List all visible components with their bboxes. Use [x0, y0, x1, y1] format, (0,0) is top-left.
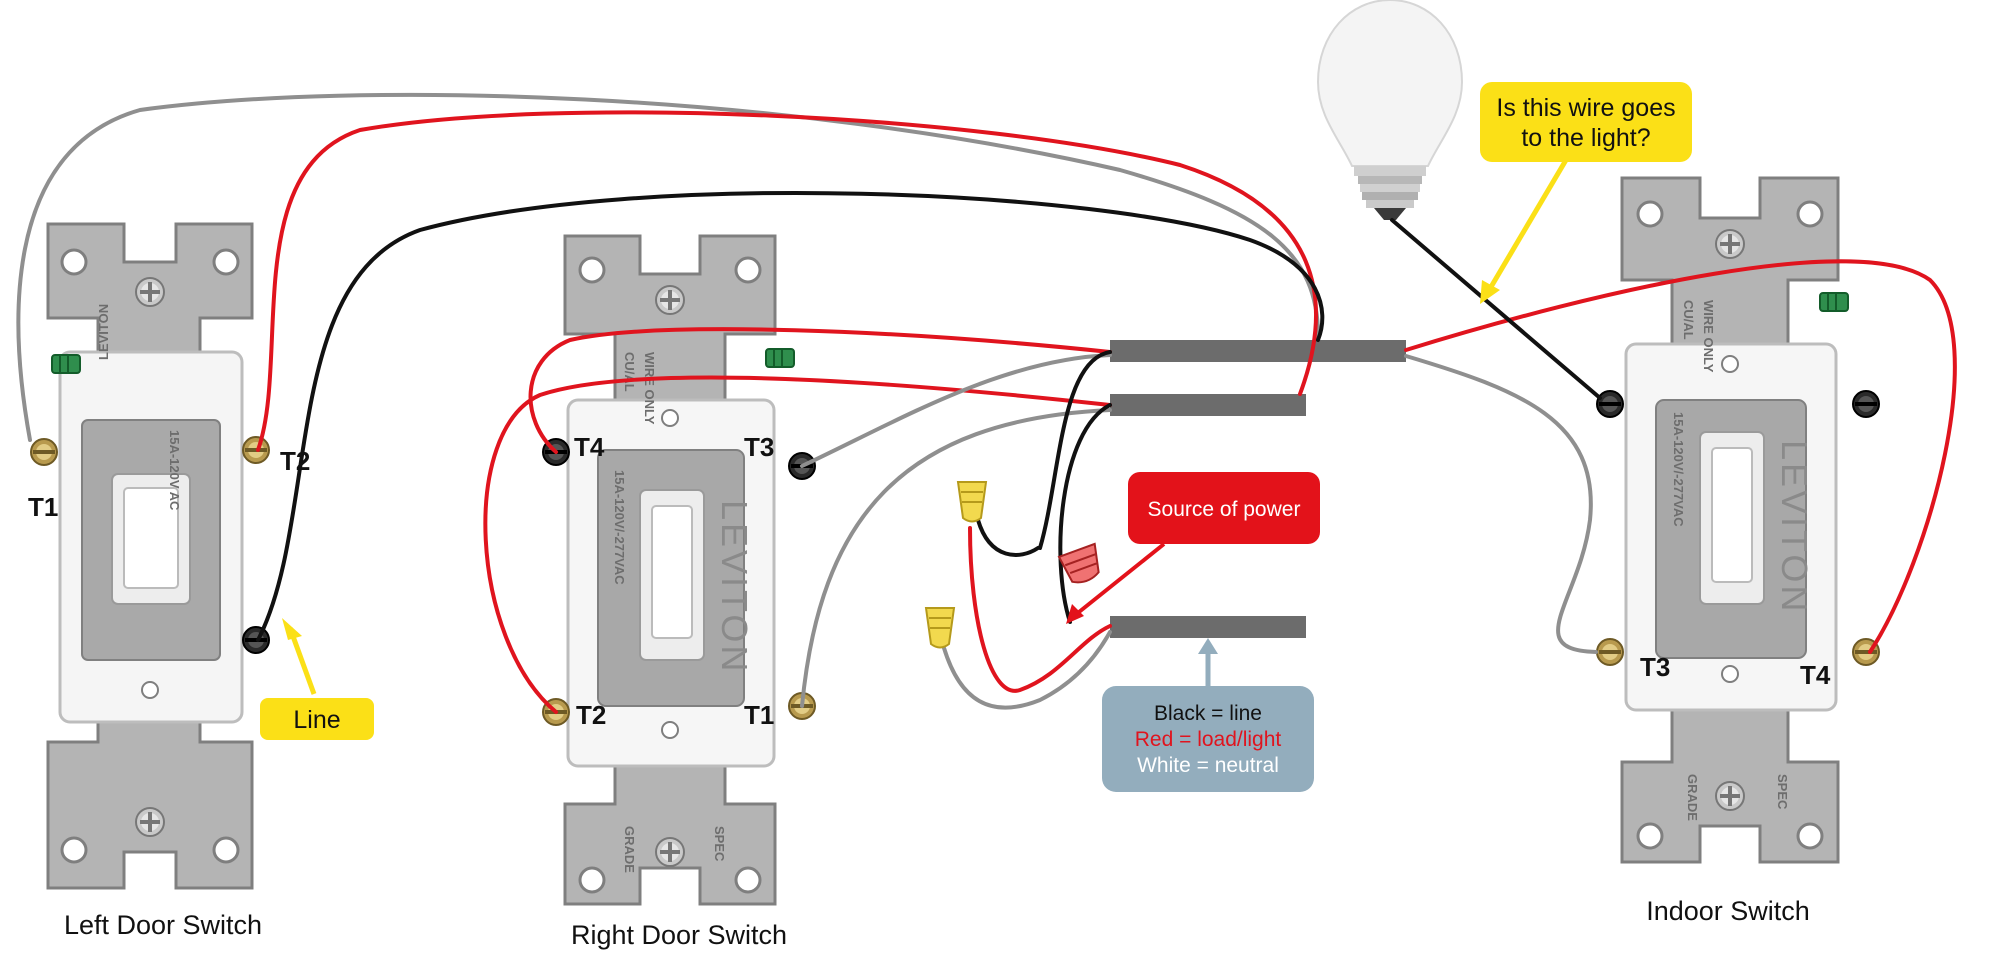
- indoor-switch-t3-screw: [1596, 638, 1624, 666]
- right-switch-t4-label: T4: [574, 432, 605, 462]
- indoor-switch-brand: LEVITON: [1774, 440, 1815, 614]
- wire-black-left-line: [256, 190, 1325, 642]
- wirenut-yellow-lower: [925, 607, 955, 649]
- source-callout: Source of power: [1066, 472, 1320, 624]
- wire-red-yellow-nut: [968, 526, 1112, 693]
- question-callout-line1: Is this wire goes: [1496, 94, 1675, 122]
- legend-black: Black = line: [1154, 702, 1262, 725]
- wire-black-junction-2: [1058, 403, 1112, 624]
- wirenut-red: [1057, 542, 1100, 584]
- light-bulb-icon: [1316, 0, 1464, 220]
- legend-red: Red = load/light: [1135, 728, 1282, 751]
- left-switch-t1-screw: [30, 438, 58, 466]
- indoor-switch-mark-grade: GRADE: [1685, 774, 1700, 821]
- indoor-switch-common-screw: [1596, 390, 1624, 418]
- wire-gray-left-t1: [16, 92, 1321, 442]
- right-switch-mark-grade: GRADE: [622, 826, 637, 873]
- right-switch-brand: LEVITON: [714, 500, 755, 674]
- left-switch-t1-label: T1: [28, 492, 58, 522]
- right-switch-rating: 15A-120V/-277VAC: [612, 470, 627, 585]
- right-door-switch-label: Right Door Switch: [571, 920, 787, 950]
- line-callout-text: Line: [293, 706, 340, 734]
- right-door-switch: LEVITON 15A-120V/-277VAC GRADE SPEC CU/A…: [542, 234, 816, 906]
- wire-black-to-yellow-nut: [976, 518, 1040, 557]
- right-switch-t3-label: T3: [744, 432, 774, 462]
- left-door-switch: 15A-120V AC LEVITON: [30, 222, 270, 890]
- color-legend: Black = line Red = load/light White = ne…: [1102, 638, 1314, 792]
- source-callout-text: Source of power: [1148, 498, 1301, 521]
- indoor-switch-mark-cual: CU/AL: [1681, 300, 1696, 340]
- line-callout: Line: [260, 618, 374, 740]
- left-door-switch-label: Left Door Switch: [64, 910, 262, 940]
- indoor-switch-right-top-screw: [1852, 390, 1880, 418]
- wire-gray-lower-nut: [942, 630, 1112, 710]
- left-switch-mark-brand: LEVITON: [96, 304, 111, 360]
- indoor-switch-label: Indoor Switch: [1646, 896, 1810, 926]
- wires: [16, 92, 1957, 714]
- right-switch-mark-wire: WIRE ONLY: [642, 352, 657, 425]
- indoor-switch-t3-label: T3: [1640, 652, 1670, 682]
- wire-red-left-t2: [256, 110, 1318, 452]
- right-switch-mark-spec: SPEC: [712, 826, 727, 862]
- indoor-switch-rating: 15A-120V/-277VAC: [1671, 412, 1686, 527]
- question-callout: Is this wire goes to the light?: [1480, 82, 1692, 304]
- wire-black-bulb-to-indoor: [1390, 218, 1602, 400]
- wire-black-junction-1: [1038, 350, 1112, 550]
- wire-red-indoor-t4: [1404, 259, 1957, 654]
- left-switch-mark-rating: 15A-120V AC: [167, 430, 182, 511]
- cable-bar-top: [1110, 340, 1406, 362]
- right-switch-t2-label: T2: [576, 700, 606, 730]
- right-switch-t1-label: T1: [744, 700, 774, 730]
- wire-gray-right-t3: [800, 353, 1112, 468]
- cable-bar-middle: [1110, 394, 1306, 416]
- wire-red-right-t2: [483, 375, 1112, 714]
- question-callout-line2: to the light?: [1521, 124, 1650, 152]
- cable-bar-bottom: [1110, 616, 1306, 638]
- indoor-switch-mark-wire: WIRE ONLY: [1701, 300, 1716, 373]
- indoor-switch-mark-spec: SPEC: [1775, 774, 1790, 810]
- indoor-switch-t4-label: T4: [1800, 660, 1831, 690]
- legend-white: White = neutral: [1137, 754, 1279, 777]
- left-switch-t2-label: T2: [280, 446, 310, 476]
- wire-gray-right-t1: [800, 408, 1112, 708]
- wire-gray-indoor-t3: [1404, 354, 1598, 654]
- right-switch-mark-cual: CU/AL: [622, 352, 637, 392]
- wirenut-yellow-upper: [957, 481, 987, 523]
- indoor-switch: LEVITON 15A-120V/-277VAC GRADE SPEC CU/A…: [1596, 176, 1880, 864]
